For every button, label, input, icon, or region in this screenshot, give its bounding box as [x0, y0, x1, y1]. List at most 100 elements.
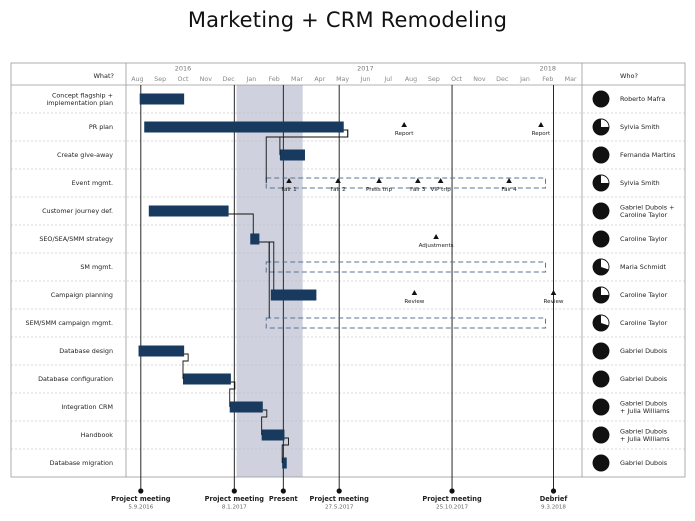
task-owner: Maria Schmidt: [620, 263, 666, 271]
event-marker-icon: [437, 178, 444, 183]
progress-pie-fill: [593, 91, 609, 107]
task-name: Concept flagship +: [52, 91, 113, 99]
task-bar: [261, 429, 285, 441]
milestone-label: Project meeting: [111, 495, 171, 503]
event-marker-label: Report: [532, 131, 551, 137]
task-bar: [229, 401, 263, 413]
event-marker-label: VIP trip: [431, 187, 452, 193]
month-label: Nov: [473, 76, 486, 83]
task-name: SEM/SMM campaign mgmt.: [26, 319, 113, 327]
task-owner: Gabriel Dubois: [620, 375, 668, 383]
progress-pie-fill: [593, 259, 609, 275]
milestone-date: 27.5.2017: [325, 505, 354, 511]
planned-bar: [265, 261, 547, 273]
task-owner: Sylvia Smith: [620, 123, 660, 131]
event-marker-icon: [433, 234, 439, 239]
task-owner: Caroline Taylor: [620, 235, 668, 243]
milestone-dot: [550, 488, 557, 494]
task-owner: Gabriel Dubois: [620, 399, 668, 407]
milestone-date: 8.1.2017: [222, 505, 247, 511]
event-marker-icon: [538, 122, 544, 127]
task-name: Campaign planning: [51, 291, 113, 299]
milestone-dot: [449, 488, 455, 494]
task-name: PR plan: [89, 123, 113, 131]
month-label: Nov: [200, 76, 213, 83]
progress-pie-fill: [593, 343, 609, 359]
task-owner: Caroline Taylor: [620, 291, 668, 299]
dependency-link: [281, 437, 289, 463]
month-label: Mar: [291, 76, 303, 83]
month-label: Sep: [154, 76, 166, 83]
planned-bar: [265, 317, 547, 329]
event-marker-label: Press trip: [366, 187, 393, 193]
milestone-label: Project meeting: [422, 495, 482, 503]
month-label: Aug: [405, 76, 417, 83]
chart-title: Marketing + CRM Remodeling: [187, 8, 508, 32]
month-label: Dec: [496, 76, 509, 83]
dependency-link: [229, 381, 236, 407]
month-label: Feb: [542, 76, 553, 83]
dependency-link: [261, 409, 268, 435]
month-label: Oct: [178, 76, 189, 83]
year-label: 2018: [540, 65, 557, 73]
task-owner: Gabriel Dubois: [620, 427, 668, 435]
event-marker-label: Fair 4: [501, 187, 517, 193]
planned-bar: [265, 177, 547, 189]
event-marker-icon: [335, 178, 341, 183]
task-bar: [282, 457, 287, 469]
task-bar: [138, 345, 185, 357]
header-who-label: Who?: [620, 72, 638, 80]
month-label: Jun: [359, 76, 370, 83]
milestone-label: Present: [269, 495, 298, 503]
progress-pie-fill: [593, 231, 609, 247]
task-bar: [270, 289, 317, 301]
event-marker-label: Fair 2: [330, 187, 345, 193]
progress-pie-fill: [593, 287, 609, 303]
milestone-label: Project meeting: [310, 495, 370, 503]
month-label: Jul: [383, 76, 392, 83]
task-bar: [183, 373, 231, 385]
task-name: Database configuration: [38, 375, 113, 383]
progress-pie-fill: [593, 399, 609, 415]
milestone-dot: [336, 488, 342, 494]
task-owner: Gabriel Dubois: [620, 459, 668, 467]
chart-frame: [10, 62, 686, 478]
milestone-dot: [280, 488, 286, 494]
month-label: Oct: [451, 76, 462, 83]
task-name: SEO/SEA/SMM strategy: [39, 235, 113, 243]
event-marker-icon: [550, 290, 557, 295]
progress-pie-fill: [593, 203, 609, 219]
month-label: Mar: [565, 76, 577, 83]
task-name: SM mgmt.: [80, 263, 113, 271]
month-label: Jan: [246, 76, 257, 83]
dependency-link: [265, 129, 349, 183]
task-owner: Fernanda Martins: [620, 151, 676, 159]
task-bar: [139, 93, 185, 105]
task-owner: Roberto Mafra: [620, 95, 665, 103]
task-name: implementation plan: [47, 99, 113, 107]
task-owner: + Julia Williams: [620, 435, 670, 443]
progress-pie-fill: [593, 315, 609, 331]
event-marker-icon: [286, 178, 292, 183]
milestone-date: 5.9.2016: [128, 505, 153, 511]
task-bar: [144, 121, 344, 133]
month-label: May: [336, 76, 349, 83]
event-marker-icon: [411, 290, 418, 295]
task-name: Database design: [59, 347, 113, 355]
event-marker-label: Adjustments: [419, 243, 454, 249]
task-name: Event mgmt.: [72, 179, 113, 187]
task-name: Integration CRM: [61, 403, 113, 411]
task-owner: Gabriel Dubois +: [620, 203, 675, 211]
milestone-date: 25.10.2017: [436, 505, 468, 511]
header-what-label: What?: [93, 72, 114, 80]
month-label: Dec: [223, 76, 236, 83]
year-label: 2017: [357, 65, 374, 73]
progress-pie-fill: [593, 371, 609, 387]
task-owner: + Julia Williams: [620, 407, 670, 415]
event-marker-label: Report: [395, 131, 414, 137]
event-marker-icon: [415, 178, 421, 183]
month-label: Apr: [314, 76, 325, 83]
milestone-label: Project meeting: [205, 495, 265, 503]
